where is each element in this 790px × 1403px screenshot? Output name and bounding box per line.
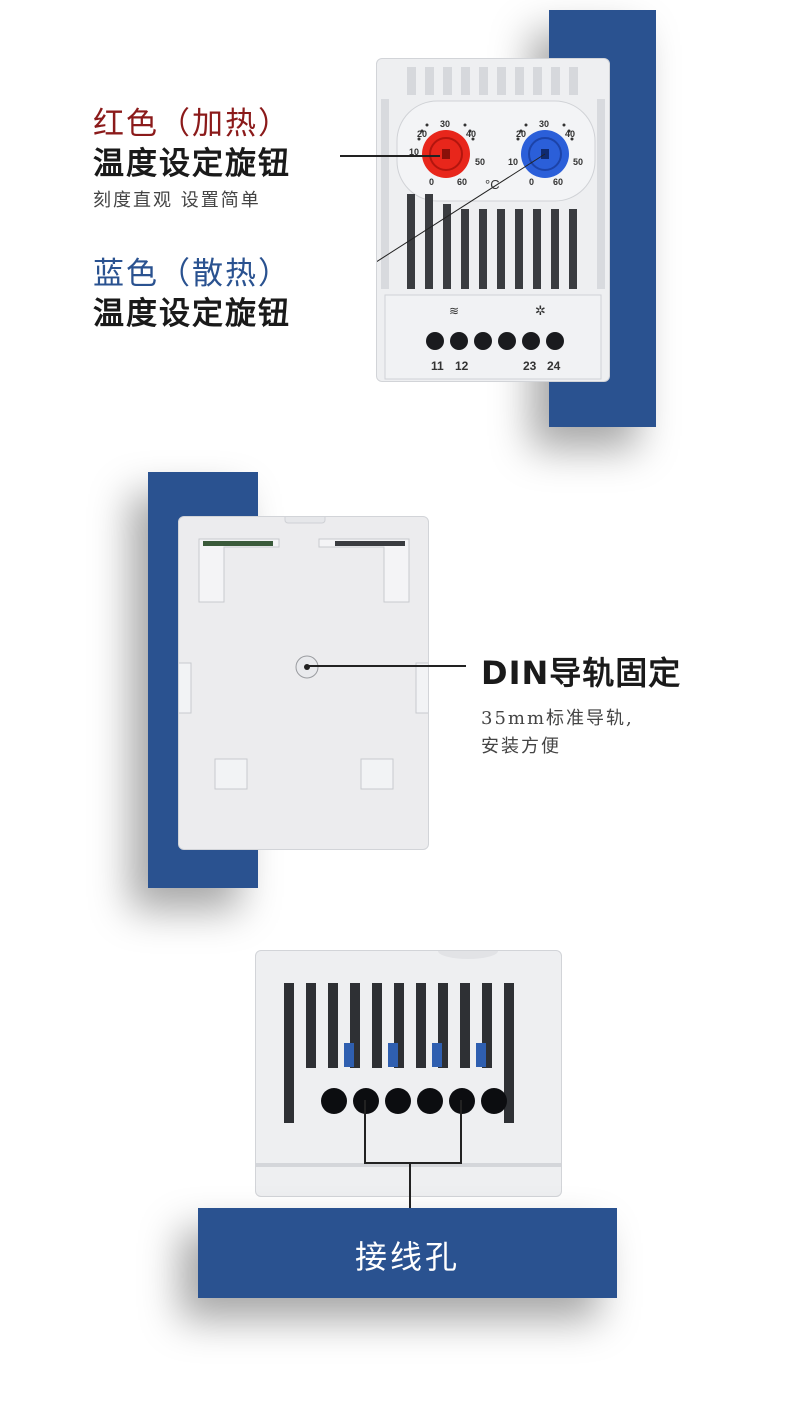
blue-knob-title: 蓝色（散热）: [93, 256, 291, 292]
blue-dial-10: 10: [508, 157, 519, 167]
din-rail-sub1: 35mm标准导轨,: [481, 708, 634, 729]
thermostat-bottom-drawing: [256, 943, 561, 1167]
blue-dial-50: 50: [573, 157, 584, 167]
terminal-23: 23: [523, 359, 537, 373]
blue-dial-30: 30: [539, 119, 550, 129]
red-dial-20: 20: [417, 129, 428, 139]
din-leader-line: [306, 665, 466, 667]
blue-knob-desc: 温度设定旋钮: [93, 296, 291, 332]
blue-dial-40: 40: [565, 129, 576, 139]
red-dial-30: 30: [440, 119, 451, 129]
red-dial-10: 10: [409, 147, 420, 157]
din-rail-sub2: 安装方便: [481, 736, 561, 757]
red-dial-50: 50: [475, 157, 486, 167]
wiring-label-text: 接线孔: [354, 1238, 460, 1276]
terminal-11: 11: [431, 359, 444, 373]
thermostat-back: [176, 510, 431, 850]
red-knob-sub: 刻度直观 设置简单: [93, 190, 261, 211]
red-dial-0: 0: [429, 177, 435, 187]
red-leader-line: [340, 155, 440, 157]
terminal-24: 24: [547, 359, 561, 373]
red-knob-title: 红色（加热）: [93, 106, 291, 142]
wiring-label-banner: 接线孔: [198, 1208, 617, 1298]
dial-unit: °C: [485, 177, 500, 192]
din-rail-title: DIN导轨固定: [481, 654, 682, 692]
blue-dial-20: 20: [516, 129, 527, 139]
svg-text:≋: ≋: [449, 304, 459, 318]
thermostat-front-drawing: ≋ ✲: [336, 67, 605, 380]
thermostat-bottom: [255, 943, 562, 1197]
red-knob-desc: 温度设定旋钮: [93, 146, 291, 182]
red-dial-60: 60: [457, 177, 468, 187]
red-dial-40: 40: [466, 129, 477, 139]
svg-text:✲: ✲: [535, 304, 546, 319]
blue-dial-60: 60: [553, 177, 564, 187]
terminal-12: 12: [455, 359, 469, 373]
thermostat-back-drawing: [176, 510, 431, 790]
blue-dial-0: 0: [529, 177, 535, 187]
thermostat-front: ≋ ✲ 20 30 40 10 50 0 60 °C 20 30 40 10 5…: [336, 58, 610, 382]
